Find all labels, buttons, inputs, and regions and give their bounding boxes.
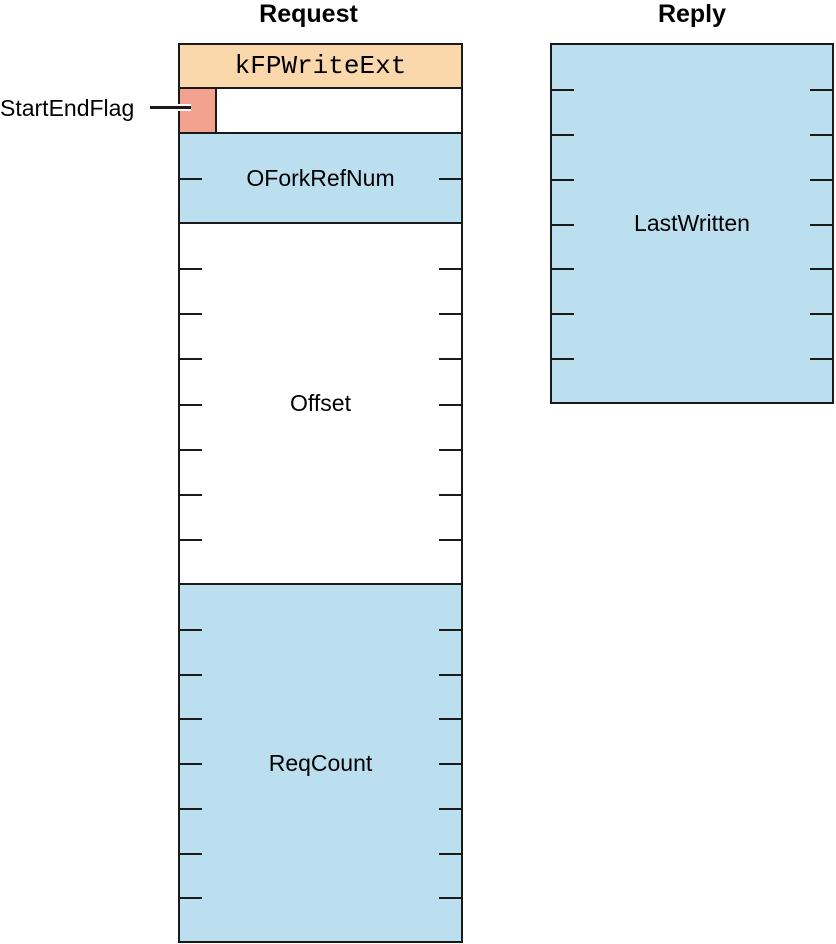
byte-tick-left: [180, 718, 202, 721]
byte-tick-left: [180, 763, 202, 765]
reply-column: LastWritten: [550, 43, 834, 404]
byte-tick-right: [810, 358, 832, 361]
field-label-ofork-ref-num: OForkRefNum: [246, 164, 395, 191]
byte-tick-right: [439, 313, 461, 316]
byte-tick-right: [810, 133, 832, 136]
field-block-flag-row: [178, 87, 463, 134]
byte-tick-right: [439, 448, 461, 451]
byte-tick-left: [180, 538, 202, 541]
start-end-flag-byte: [180, 89, 217, 132]
start-end-flag-label: StartEndFlag: [0, 95, 135, 121]
byte-tick-right: [439, 763, 461, 765]
byte-tick-left: [552, 313, 574, 316]
byte-tick-right: [810, 88, 832, 91]
field-block-offset: Offset: [178, 222, 463, 585]
byte-tick-left: [552, 358, 574, 361]
byte-tick-right: [810, 178, 832, 181]
byte-tick-left: [180, 897, 202, 900]
byte-tick-left: [180, 673, 202, 676]
byte-tick-right: [439, 807, 461, 810]
byte-tick-left: [180, 448, 202, 451]
byte-tick-right: [810, 268, 832, 271]
byte-tick-right: [439, 673, 461, 676]
byte-tick-right: [439, 628, 461, 631]
reply-column-title: Reply: [657, 0, 727, 28]
byte-tick-left: [180, 358, 202, 361]
byte-tick-left: [552, 88, 574, 91]
field-block-req-count: ReqCount: [178, 583, 463, 943]
start-end-flag-leader-line: [150, 106, 191, 109]
byte-tick-left: [180, 807, 202, 810]
byte-tick-left: [552, 268, 574, 271]
byte-tick-left: [180, 493, 202, 496]
byte-tick-left: [180, 178, 202, 180]
request-column-title: Request: [259, 0, 358, 28]
byte-tick-right: [439, 538, 461, 541]
byte-tick-right: [439, 178, 461, 180]
byte-tick-right: [439, 897, 461, 900]
field-label-offset: Offset: [290, 390, 351, 416]
byte-tick-left: [552, 178, 574, 181]
field-label-command: kFPWriteExt: [234, 51, 407, 81]
byte-tick-left: [180, 852, 202, 855]
field-label-last-written: LastWritten: [634, 210, 750, 236]
byte-tick-left: [180, 403, 202, 406]
byte-tick-left: [180, 268, 202, 271]
byte-tick-right: [439, 852, 461, 855]
byte-tick-right: [439, 493, 461, 496]
byte-tick-left: [552, 133, 574, 136]
byte-tick-right: [439, 358, 461, 361]
field-block-ofork-ref-num: OForkRefNum: [178, 132, 463, 224]
field-block-command: kFPWriteExt: [178, 43, 463, 89]
byte-tick-left: [552, 223, 574, 226]
field-block-last-written: LastWritten: [550, 43, 834, 404]
field-label-req-count: ReqCount: [268, 749, 373, 776]
byte-tick-right: [439, 403, 461, 406]
byte-tick-left: [180, 628, 202, 631]
byte-tick-right: [439, 268, 461, 271]
byte-tick-right: [439, 718, 461, 721]
byte-tick-right: [810, 223, 832, 226]
byte-tick-right: [810, 313, 832, 316]
byte-tick-left: [180, 313, 202, 316]
